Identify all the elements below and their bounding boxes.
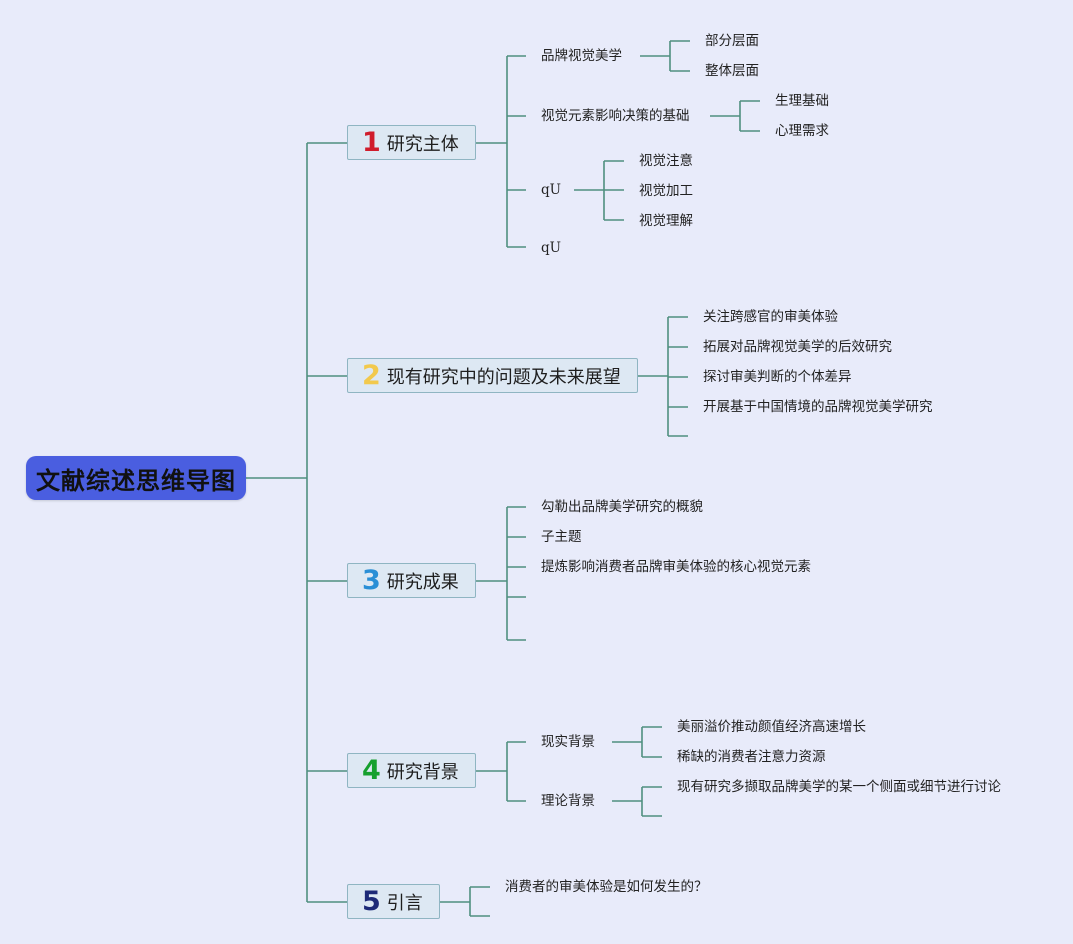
subtopic[interactable]: 子主题: [541, 529, 582, 545]
subtopic[interactable]: 生理基础: [775, 93, 829, 109]
subtopic[interactable]: 消费者的审美体验是如何发生的？: [505, 879, 708, 895]
branch-number: 5: [362, 886, 381, 917]
connector: [640, 40, 690, 72]
subtopic[interactable]: 现实背景: [541, 734, 595, 750]
subtopic[interactable]: 视觉理解: [639, 213, 693, 229]
subtopic[interactable]: 探讨审美判断的个体差异: [703, 369, 852, 385]
connector: [612, 786, 662, 817]
branch-label: 研究成果: [386, 571, 459, 593]
branch-label: 研究背景: [386, 761, 459, 783]
branch-research-background[interactable]: 4 研究背景: [347, 753, 476, 788]
connector: [710, 100, 760, 132]
subtopic[interactable]: 提炼影响消费者品牌审美体验的核心视觉元素: [541, 559, 811, 575]
branch-number: 1: [362, 127, 381, 158]
subtopic[interactable]: qU: [541, 240, 562, 256]
branch-research-results[interactable]: 3 研究成果: [347, 563, 476, 598]
subtopic[interactable]: 拓展对品牌视觉美学的后效研究: [703, 339, 892, 355]
connector: [574, 160, 624, 221]
branch-introduction[interactable]: 5 引言: [347, 884, 440, 919]
connector: [470, 886, 490, 917]
branch-problems-outlook[interactable]: 2 现有研究中的问题及未来展望: [347, 358, 638, 393]
subtopic[interactable]: 稀缺的消费者注意力资源: [677, 749, 826, 765]
branch-number: 3: [362, 565, 381, 596]
subtopic[interactable]: 视觉注意: [639, 153, 693, 169]
branch-label: 现有研究中的问题及未来展望: [386, 366, 621, 388]
subtopic[interactable]: 关注跨感官的审美体验: [703, 309, 838, 325]
subtopic[interactable]: 勾勒出品牌美学研究的概貌: [541, 499, 703, 515]
subtopic[interactable]: 视觉元素影响决策的基础: [541, 108, 690, 124]
branch-research-subject[interactable]: 1 研究主体: [347, 125, 476, 160]
subtopic[interactable]: 部分层面: [705, 33, 759, 49]
subtopic[interactable]: 品牌视觉美学: [541, 48, 622, 64]
subtopic[interactable]: 理论背景: [541, 793, 595, 809]
subtopic[interactable]: 现有研究多撷取品牌美学的某一个侧面或细节进行讨论: [677, 779, 1001, 795]
subtopic[interactable]: 开展基于中国情境的品牌视觉美学研究: [703, 399, 933, 415]
subtopic[interactable]: 视觉加工: [639, 183, 693, 199]
branch-label: 研究主体: [386, 133, 459, 155]
subtopic[interactable]: 美丽溢价推动颜值经济高速增长: [677, 719, 866, 735]
root-topic[interactable]: 文献综述思维导图: [26, 456, 246, 500]
subtopic[interactable]: 整体层面: [705, 63, 759, 79]
connector: [507, 506, 526, 641]
branch-number: 4: [362, 755, 381, 786]
branch-number: 2: [362, 360, 381, 391]
connector: [668, 316, 688, 437]
connector: [612, 726, 662, 758]
subtopic[interactable]: qU: [541, 182, 562, 198]
branch-label: 引言: [386, 892, 423, 914]
subtopic[interactable]: 心理需求: [775, 123, 829, 139]
connector: [507, 55, 526, 248]
connector: [507, 741, 526, 802]
